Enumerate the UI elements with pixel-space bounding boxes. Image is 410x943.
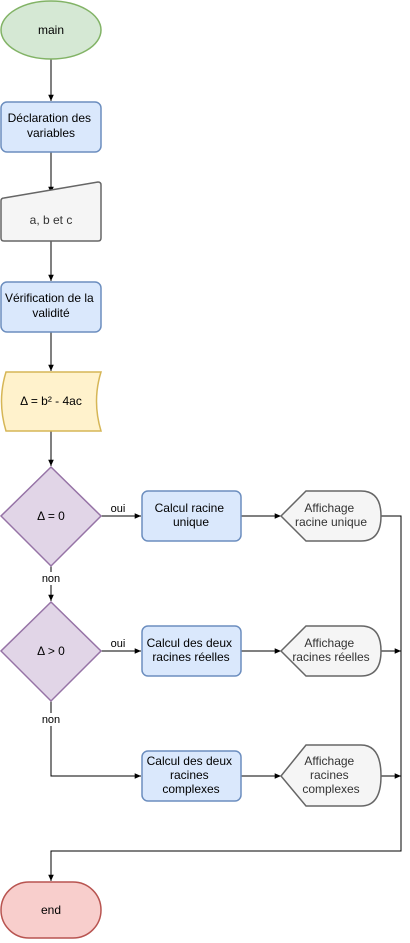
label-pos-yes: oui: [111, 638, 126, 650]
calc-unique-label: Calcul racine unique: [155, 501, 228, 529]
calc-complex-label: Calcul des deux racines complexes: [147, 754, 236, 796]
decision-zero-label: Δ = 0: [37, 509, 65, 523]
calc-unique-root-process: Calcul racine unique: [141, 490, 242, 542]
edge-dispunique-end: [48, 515, 402, 881]
validate-label: Vérification de la validité: [5, 291, 97, 320]
start-label: main: [38, 23, 64, 37]
input-label: a, b et c: [30, 213, 73, 227]
display-complex-roots-shape: Affichage racines complexes: [280, 744, 382, 807]
end-terminal: end: [0, 881, 102, 939]
edge-labels: oui non oui non: [40, 502, 129, 726]
display-real-label: Affichage racines réelles: [292, 636, 369, 664]
display-unique-root-shape: Affichage racine unique: [279, 490, 382, 542]
display-complex-label: Affichage racines complexes: [302, 754, 359, 796]
edge-decpos-calccomplex: [50, 701, 141, 779]
declare-variables-process: Déclaration des variables: [0, 101, 102, 153]
end-label: end: [41, 903, 61, 917]
delta-formula-shape: Δ = b² - 4ac: [0, 371, 103, 432]
input-abc-manual-input: a, b et c: [0, 181, 102, 242]
decision-delta-zero: Δ = 0: [0, 465, 103, 568]
calc-real-label: Calcul des deux racines réelles: [147, 636, 236, 664]
label-zero-yes: oui: [111, 503, 126, 515]
label-zero-no: non: [42, 573, 60, 585]
validate-process: Vérification de la validité: [0, 281, 102, 333]
display-unique-label: Affichage racine unique: [295, 501, 367, 529]
label-pos-no: non: [42, 714, 60, 726]
delta-label: Δ = b² - 4ac: [20, 394, 82, 408]
declare-label: Déclaration des variables: [8, 111, 95, 140]
decision-delta-positive: Δ > 0: [0, 600, 103, 703]
decision-pos-label: Δ > 0: [37, 644, 65, 658]
display-real-roots-shape: Affichage racines réelles: [279, 625, 382, 677]
start-terminal: main: [0, 0, 102, 60]
calc-complex-roots-process: Calcul des deux racines complexes: [141, 750, 242, 802]
calc-real-roots-process: Calcul des deux racines réelles: [141, 625, 242, 677]
